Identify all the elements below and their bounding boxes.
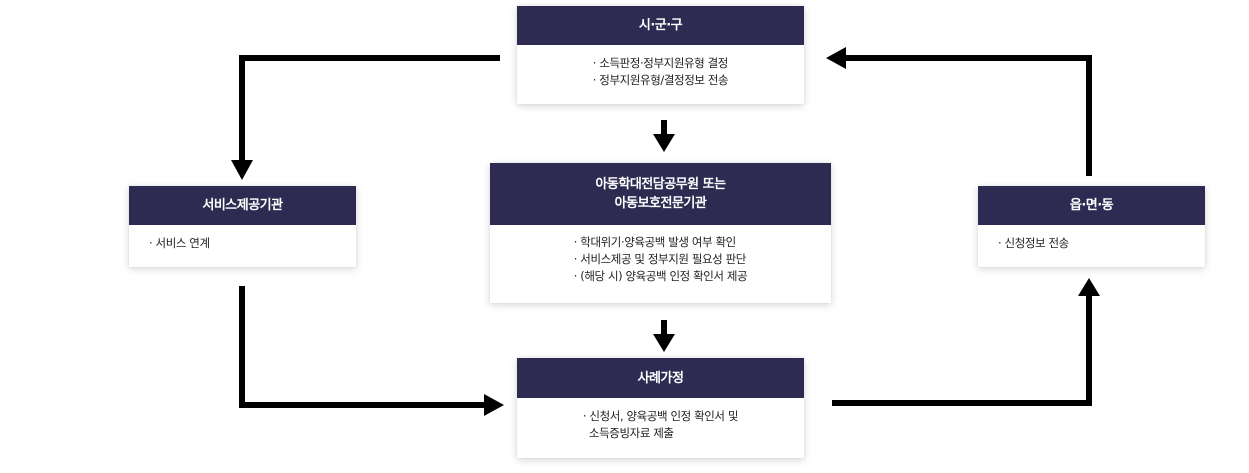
arrowhead-agency (653, 134, 675, 152)
arrowhead-family-left (484, 394, 504, 416)
sigungu-box: 시·군·구 · 소득판정·정부지원유형 결정 · 정부지원유형/결정정보 전송 (517, 6, 804, 104)
agency-body: · 학대위기·양육공백 발생 여부 확인 · 서비스제공 및 정부지원 필요성 … (490, 225, 831, 285)
provider-title: 서비스제공기관 (129, 186, 356, 225)
eupmyeondong-body: · 신청정보 전송 (978, 225, 1205, 252)
family-line-2: 소득증빙자료 제출 (588, 426, 674, 440)
arrow-family-to-eupmyeondong (832, 295, 1092, 406)
sigungu-title: 시·군·구 (517, 6, 804, 45)
agency-box: 아동학대전담공무원 또는 아동보호전문기관 · 학대위기·양육공백 발생 여부 … (490, 163, 831, 303)
family-title: 사례가정 (517, 358, 804, 398)
arrowhead-sigungu (826, 47, 846, 69)
arrow-sigungu-to-provider (239, 55, 500, 160)
family-body: · 신청서, 양육공백 인정 확인서 및 소득증빙자료 제출 (517, 398, 804, 442)
agency-title: 아동학대전담공무원 또는 아동보호전문기관 (490, 163, 831, 225)
family-box: 사례가정 · 신청서, 양육공백 인정 확인서 및 소득증빙자료 제출 (517, 358, 804, 458)
family-line-1: · 신청서, 양육공백 인정 확인서 및 (582, 409, 739, 423)
provider-box: 서비스제공기관 · 서비스 연계 (129, 186, 356, 267)
arrowhead-provider (231, 160, 253, 180)
agency-line-3: · (해당 시) 양육공백 인정 확인서 제공 (573, 269, 748, 283)
agency-line-1: · 학대위기·양육공백 발생 여부 확인 (573, 235, 736, 249)
sigungu-line-2: · 정부지원유형/결정정보 전송 (592, 73, 729, 87)
eupmyeondong-line-1: · 신청정보 전송 (998, 236, 1069, 250)
eupmyeondong-box: 읍·면·동 · 신청정보 전송 (978, 186, 1205, 267)
provider-body: · 서비스 연계 (129, 225, 356, 252)
agency-line-2: · 서비스제공 및 정부지원 필요성 판단 (573, 252, 747, 266)
arrow-eupmyeondong-to-sigungu (845, 55, 1092, 176)
arrowhead-eupmyeondong (1078, 278, 1100, 296)
provider-line-1: · 서비스 연계 (149, 236, 210, 250)
arrow-provider-to-family (239, 286, 485, 408)
sigungu-body: · 소득판정·정부지원유형 결정 · 정부지원유형/결정정보 전송 (517, 45, 804, 89)
sigungu-line-1: · 소득판정·정부지원유형 결정 (592, 56, 729, 70)
arrowhead-family-top (653, 334, 675, 352)
eupmyeondong-title: 읍·면·동 (978, 186, 1205, 225)
